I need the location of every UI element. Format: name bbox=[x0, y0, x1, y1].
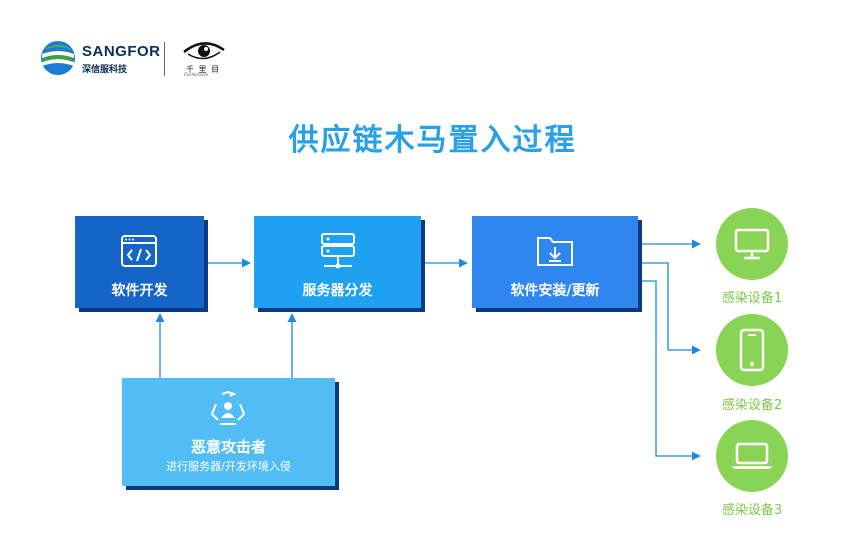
arrow-install-to-device3 bbox=[642, 280, 701, 461]
logo-divider bbox=[164, 42, 165, 76]
folder-download-icon bbox=[537, 237, 573, 266]
partner-logo-subtitle: Furtherseye bbox=[184, 73, 209, 78]
laptop-icon bbox=[732, 442, 772, 469]
device-2-circle bbox=[716, 314, 788, 386]
phone-icon bbox=[739, 328, 765, 372]
brand-name: SANGFOR bbox=[82, 43, 161, 60]
install-update-label: 软件安装/更新 bbox=[510, 283, 600, 299]
server-dist-label: 服务器分发 bbox=[302, 283, 373, 299]
code-window-icon bbox=[121, 235, 157, 267]
arrow-install-to-device2 bbox=[642, 262, 701, 355]
partner-logo-text: 千 里 目 bbox=[186, 65, 221, 74]
monitor-icon bbox=[734, 228, 770, 260]
attacker-label: 恶意攻击者 bbox=[190, 438, 266, 456]
attacker-box: 恶意攻击者 进行服务器/开发环境入侵 bbox=[122, 378, 335, 486]
server-dist-box: 服务器分发 bbox=[254, 216, 421, 308]
eye-logo-icon bbox=[183, 42, 225, 60]
sangfor-logo-icon bbox=[41, 41, 75, 75]
attacker-sublabel: 进行服务器/开发环境入侵 bbox=[166, 460, 291, 473]
software-dev-label: 软件开发 bbox=[111, 283, 168, 299]
device-2-label: 感染设备2 bbox=[721, 398, 783, 413]
brand-subtitle: 深信服科技 bbox=[82, 65, 128, 75]
recycle-person-icon bbox=[210, 390, 246, 425]
server-icon bbox=[321, 233, 355, 269]
page-title: 供应链木马置入过程 bbox=[288, 123, 577, 158]
device-1-label: 感染设备1 bbox=[721, 291, 783, 306]
device-1-circle bbox=[716, 208, 788, 280]
software-dev-box: 软件开发 bbox=[75, 216, 204, 308]
install-update-box: 软件安装/更新 bbox=[472, 216, 638, 308]
device-3-circle bbox=[716, 420, 788, 492]
device-3-label: 感染设备3 bbox=[721, 503, 783, 518]
